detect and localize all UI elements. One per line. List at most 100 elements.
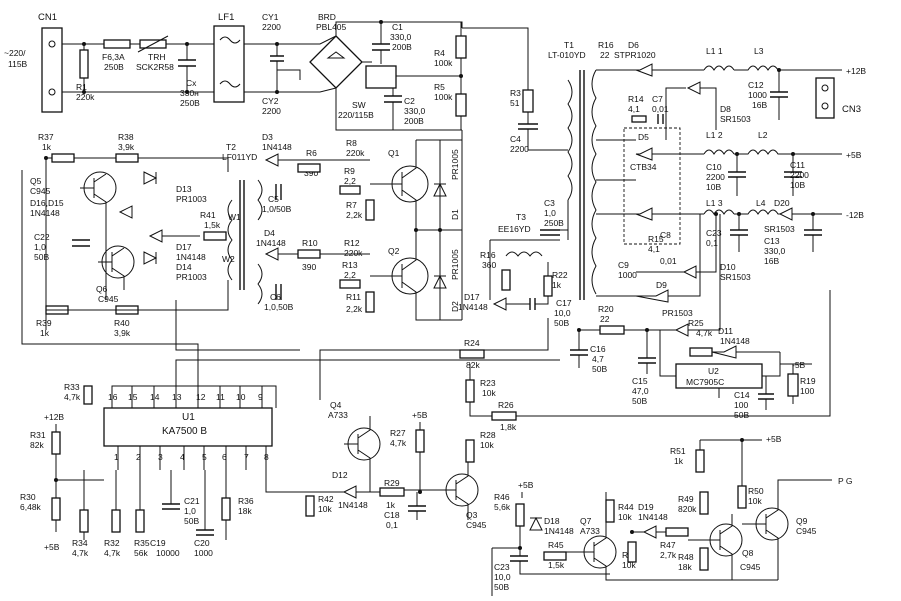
svg-text:2,2: 2,2 [344,270,356,280]
svg-text:16B: 16B [752,100,767,110]
svg-text:KA7500 B: KA7500 B [162,426,207,437]
svg-text:22: 22 [600,314,610,324]
svg-text:R31: R31 [30,430,46,440]
svg-text:1k: 1k [40,328,50,338]
svg-text:50B: 50B [554,318,569,328]
svg-text:1000: 1000 [748,90,767,100]
cx-label: Cx [186,78,197,88]
svg-text:D18: D18 [544,516,560,526]
svg-text:R41: R41 [200,210,216,220]
svg-text:1N4148: 1N4148 [262,142,292,152]
svg-text:1N4148: 1N4148 [256,238,286,248]
svg-text:R42: R42 [318,494,334,504]
svg-text:1,0/50B: 1,0/50B [262,204,292,214]
svg-text:LF011YD: LF011YD [222,152,257,162]
svg-text:P G: P G [838,476,853,486]
input-section: ~220/ 115B CN1 R1 220k F6,3A 250B TRH SC… [4,12,301,116]
svg-text:-5B: -5B [792,360,806,370]
svg-text:C19: C19 [150,538,166,548]
svg-text:C945: C945 [740,562,761,572]
svg-text:R6: R6 [306,148,317,158]
svg-text:R33: R33 [64,382,80,392]
svg-text:10B: 10B [706,182,721,192]
svg-text:D12: D12 [332,470,348,480]
c1-label: C1 [392,22,403,32]
svg-text:SR1503: SR1503 [720,114,751,124]
svg-text:R48: R48 [678,552,694,562]
svg-text:220k: 220k [344,248,363,258]
svg-text:Q7: Q7 [580,516,592,526]
svg-text:W1: W1 [228,212,241,222]
svg-text:R4: R4 [434,48,445,58]
svg-text:0,01: 0,01 [652,104,669,114]
svg-text:50B: 50B [34,252,49,262]
svg-text:L1 3: L1 3 [706,198,723,208]
svg-text:47,0: 47,0 [632,386,649,396]
svg-text:Q4: Q4 [330,400,342,410]
svg-text:C23: C23 [494,562,510,572]
svg-text:390: 390 [302,262,316,272]
svg-text:PR1005: PR1005 [450,249,460,280]
svg-text:U2: U2 [708,366,719,376]
svg-text:4,7k: 4,7k [696,328,713,338]
junction-dots [44,20,815,550]
svg-text:R19: R19 [800,376,816,386]
svg-text:C945: C945 [796,526,817,536]
svg-text:L4: L4 [756,198,766,208]
svg-text:3,9k: 3,9k [114,328,131,338]
svg-text:14: 14 [150,392,160,402]
svg-text:R14: R14 [628,94,644,104]
svg-text:R23: R23 [480,378,496,388]
svg-text:200B: 200B [392,42,412,52]
svg-text:R16: R16 [598,40,614,50]
svg-text:C14: C14 [734,390,750,400]
svg-text:PR1503: PR1503 [662,308,693,318]
svg-text:R45: R45 [548,540,564,550]
half-bridge-section: T2 LF011YD D3 1N4148 R6 390 C5 1,0/50B R… [222,130,564,321]
svg-text:1000: 1000 [194,548,213,558]
svg-text:4,7: 4,7 [592,354,604,364]
svg-text:Q2: Q2 [388,246,400,256]
svg-text:+5B: +5B [846,150,862,160]
svg-text:1N4148: 1N4148 [338,500,368,510]
resistor-r1 [79,49,89,79]
svg-text:R30: R30 [20,492,36,502]
resistor-r19 [787,373,799,397]
svg-text:4,7k: 4,7k [104,548,121,558]
svg-text:A733: A733 [580,526,600,536]
svg-text:C5: C5 [268,194,279,204]
bridge-section: BRD PBL405 C1 330,0 200B R4 100k R5 100k… [300,12,560,154]
svg-text:1000: 1000 [618,270,637,280]
svg-text:R20: R20 [598,304,614,314]
svg-text:C13: C13 [764,236,780,246]
svg-text:1k: 1k [674,456,684,466]
svg-text:1,0: 1,0 [544,208,556,218]
svg-text:2,2: 2,2 [344,176,356,186]
svg-text:250B: 250B [104,62,124,72]
svg-text:3,9k: 3,9k [118,142,135,152]
svg-text:C6: C6 [270,292,281,302]
svg-text:D19: D19 [638,502,654,512]
svg-text:Q3: Q3 [466,510,478,520]
svg-text:2,2k: 2,2k [346,210,363,220]
svg-text:SR1503: SR1503 [764,224,795,234]
svg-text:330,0: 330,0 [404,106,426,116]
svg-text:C11: C11 [790,160,805,170]
svg-text:18k: 18k [238,506,252,516]
svg-text:T2: T2 [226,142,236,152]
svg-text:D20: D20 [774,198,790,208]
svg-text:R26: R26 [498,400,514,410]
svg-text:15: 15 [128,392,138,402]
c2-label: C2 [404,96,415,106]
svg-text:250B: 250B [180,98,200,108]
svg-text:D16,D15: D16,D15 [30,198,64,208]
svg-text:R27: R27 [390,428,406,438]
resistor-r20 [599,325,625,335]
svg-text:Q1: Q1 [388,148,400,158]
svg-text:R40: R40 [114,318,130,328]
svg-text:T3: T3 [516,212,526,222]
svg-text:D14: D14 [176,262,192,272]
f1-label: F6,3A [102,52,125,62]
svg-text:R44: R44 [618,502,634,512]
svg-text:R46: R46 [494,492,510,502]
